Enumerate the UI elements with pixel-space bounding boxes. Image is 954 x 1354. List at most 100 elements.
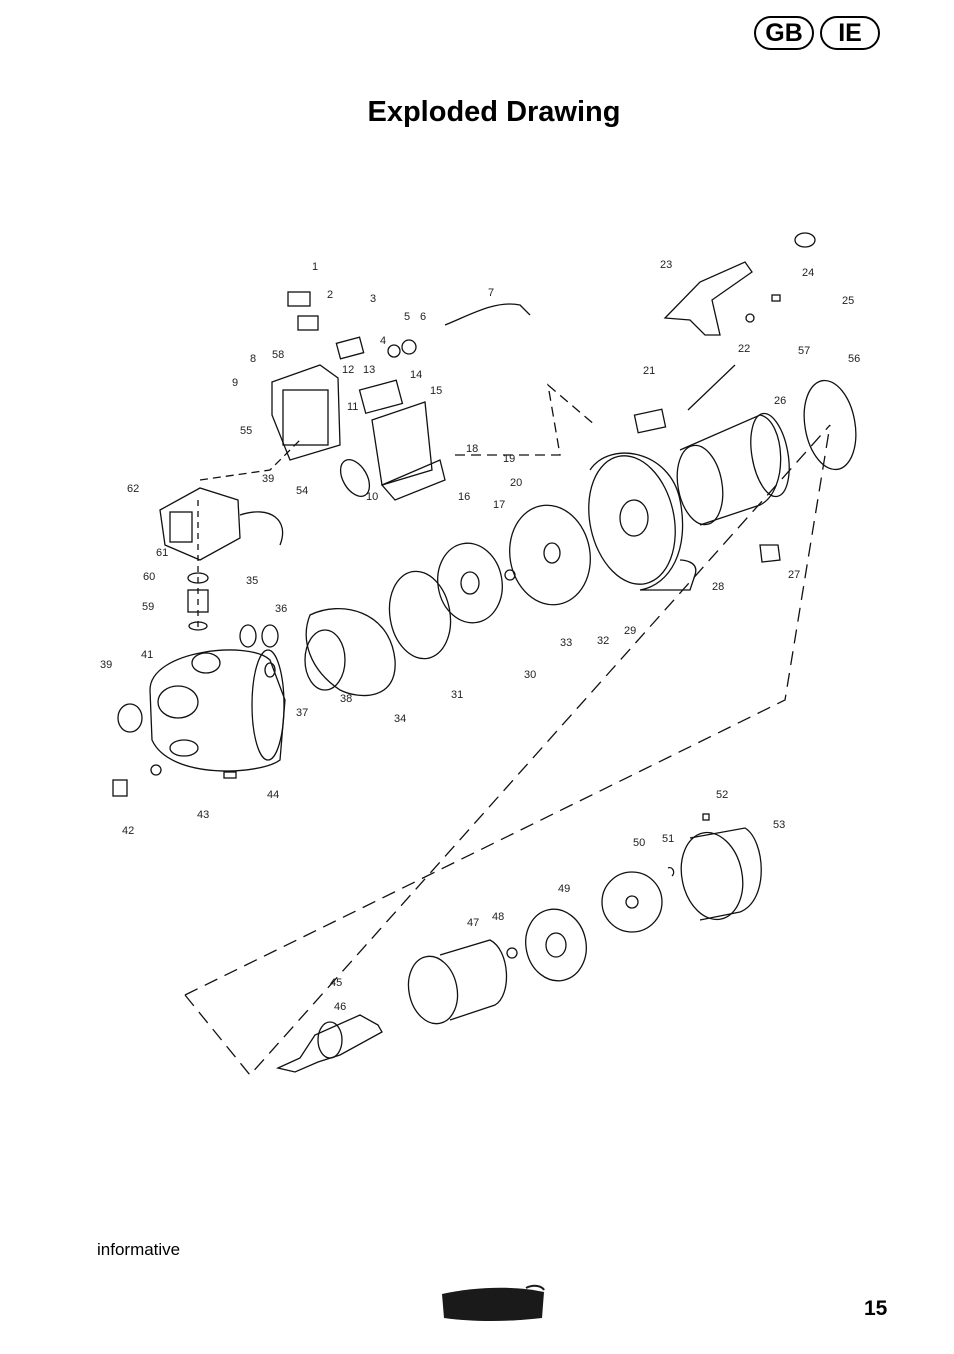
part-impeller [437, 542, 503, 624]
part-o-ring [239, 624, 257, 648]
page-title: Exploded Drawing [367, 96, 621, 128]
part-terminal-box-base [380, 459, 446, 501]
part-label: 14 [410, 369, 422, 381]
part-switch-cap [287, 291, 311, 307]
part-label: 13 [363, 364, 375, 376]
part-motor-body [679, 414, 782, 526]
part-fan [601, 871, 663, 933]
part-label: 51 [662, 833, 674, 845]
part-label: 29 [624, 625, 636, 637]
part-label: 1 [312, 261, 318, 273]
part-label: 36 [275, 603, 287, 615]
part-label: 26 [774, 395, 786, 407]
part-label: 7 [488, 287, 494, 299]
part-shaft-seal [504, 569, 516, 581]
part-screw [771, 294, 781, 302]
part-label: 38 [340, 693, 352, 705]
part-label: 32 [597, 635, 609, 647]
part-label: 17 [493, 499, 505, 511]
part-label: 2 [327, 289, 333, 301]
part-fan-cover [680, 831, 744, 921]
part-label: 48 [492, 911, 504, 923]
part-label: 30 [524, 669, 536, 681]
part-label: 16 [458, 491, 470, 503]
part-label: 25 [842, 295, 854, 307]
part-label-group: 1 2 3 4 5 6 7 8 58 9 12 13 14 11 15 55 1… [100, 259, 860, 1013]
part-ring-seal [803, 379, 857, 471]
part-motor-flange [589, 452, 697, 591]
part-label: 55 [240, 425, 252, 437]
part-label: 35 [246, 575, 258, 587]
part-switch-cable [239, 511, 284, 546]
florabest-logo [442, 1284, 545, 1321]
part-drain-recess [169, 739, 199, 757]
part-label: 39 [262, 473, 274, 485]
part-switch [297, 315, 319, 331]
part-label: 33 [560, 637, 572, 649]
part-gasket [358, 379, 404, 415]
part-label: 12 [342, 364, 354, 376]
part-rotor-core [317, 1021, 343, 1059]
part-screw [702, 813, 710, 821]
part-label: 39 [100, 659, 112, 671]
part-end-shield-bore [545, 932, 567, 958]
part-label: 44 [267, 789, 279, 801]
part-nut [401, 339, 417, 355]
part-stator-face [407, 955, 459, 1025]
part-venturi [304, 629, 346, 691]
part-label: 60 [143, 571, 155, 583]
part-label: 49 [558, 883, 570, 895]
part-label: 58 [272, 349, 284, 361]
part-label: 9 [232, 377, 238, 389]
part-fan-cover-shell [689, 827, 762, 921]
part-screw [223, 771, 237, 779]
part-capacitor [339, 459, 371, 497]
part-label: 19 [503, 453, 515, 465]
part-foot [759, 544, 781, 563]
part-mechanical-seal [543, 542, 561, 564]
part-drain-plug [112, 779, 128, 797]
page-number: 15 [864, 1297, 888, 1320]
part-outlet-port [191, 652, 221, 674]
part-rotor [275, 1014, 383, 1073]
assembly-axis-line [455, 383, 596, 456]
part-circlip [667, 866, 675, 877]
part-label: 52 [716, 789, 728, 801]
part-seal [264, 662, 276, 678]
part-fan-hub [625, 895, 639, 909]
part-o-ring [261, 624, 279, 648]
part-label: 43 [197, 809, 209, 821]
part-label: 50 [633, 837, 645, 849]
part-label: 15 [430, 385, 442, 397]
part-cap [794, 232, 816, 248]
part-label: 8 [250, 353, 256, 365]
part-o-ring [188, 621, 208, 631]
part-label: 21 [643, 365, 655, 377]
part-label: 37 [296, 707, 308, 719]
part-label: 45 [330, 977, 342, 989]
part-handle [663, 261, 753, 336]
part-label: 57 [798, 345, 810, 357]
part-label: 4 [380, 335, 386, 347]
part-label: 47 [467, 917, 479, 929]
part-label: 24 [802, 267, 814, 279]
part-housing-flange [251, 649, 285, 761]
part-inlet-port [157, 685, 199, 719]
part-label: 11 [347, 401, 358, 413]
part-label: 28 [712, 581, 724, 593]
part-washer [745, 313, 755, 323]
part-label: 42 [122, 825, 134, 837]
part-label: 56 [848, 353, 860, 365]
part-stator-body [439, 939, 508, 1021]
part-label: 34 [394, 713, 406, 725]
badge-ie: IE [820, 16, 880, 50]
part-label: 59 [142, 601, 154, 613]
part-cover-window [282, 389, 329, 446]
part-impeller-hub [460, 571, 480, 595]
part-motor-rear [750, 412, 790, 498]
part-label: 31 [451, 689, 463, 701]
part-label: 23 [660, 259, 672, 271]
badge-gb: GB [754, 16, 814, 50]
part-terminal-box [371, 401, 433, 486]
